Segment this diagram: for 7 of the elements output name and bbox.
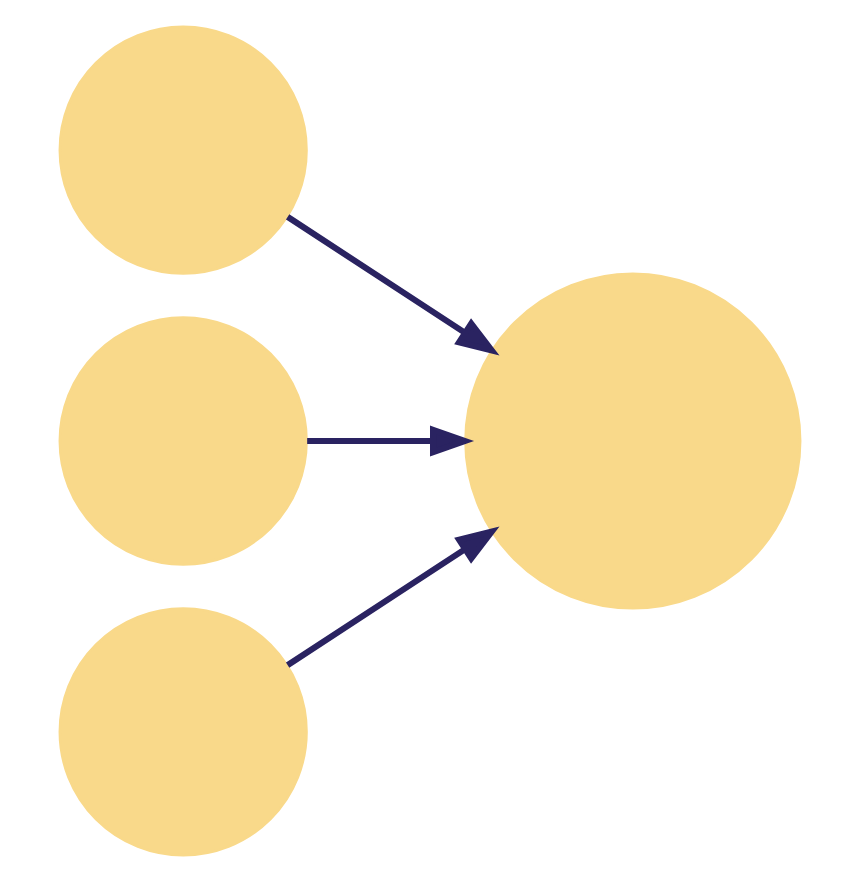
arrow <box>285 214 499 356</box>
node-circle <box>463 272 801 610</box>
node-circle <box>57 25 307 275</box>
arrow <box>285 526 499 668</box>
node-circle <box>57 316 307 566</box>
node-circle <box>57 607 307 857</box>
arrow <box>306 425 474 457</box>
